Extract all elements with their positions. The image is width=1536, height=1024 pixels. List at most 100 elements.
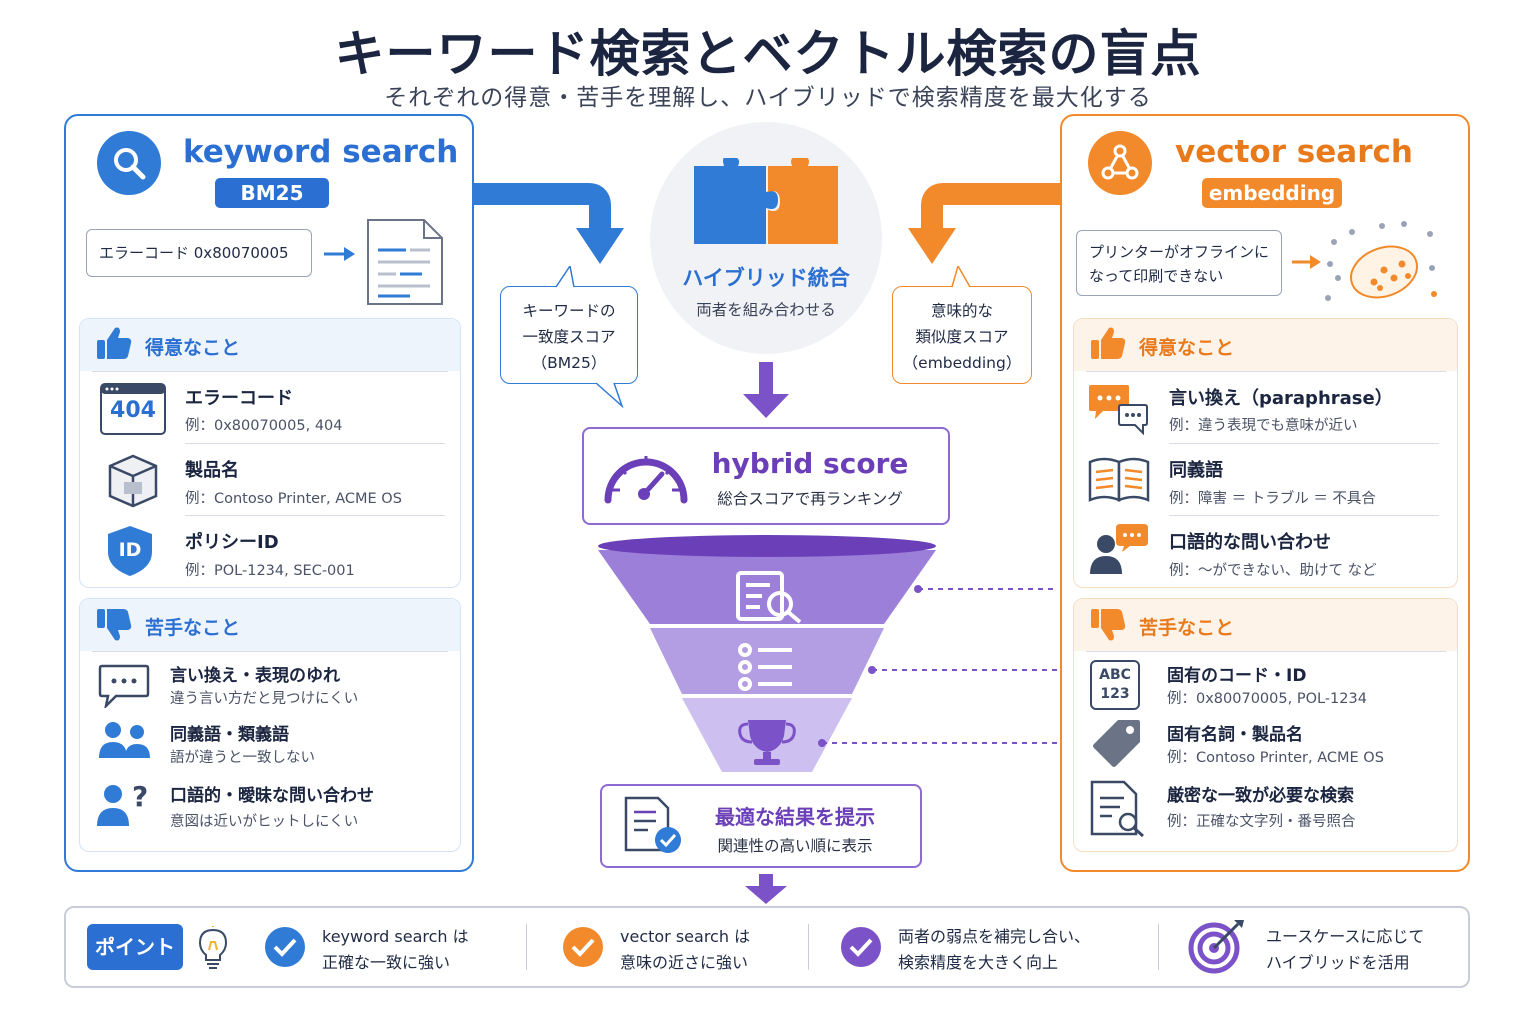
best-result-title: 最適な結果を提示 [715,805,875,829]
ranking-funnel [598,535,936,772]
keyword-weakness-title: 口語的・曖昧な問い合わせ [170,786,374,806]
purple-arrowhead-2 [745,886,787,904]
keyword-strength-desc: 例：0x80070005, 404 [185,418,343,434]
network-nodes-icon [1088,131,1152,195]
question-user-icon: ? [97,780,148,826]
page-title: キーワード検索とベクトル検索の盲点 [334,25,1202,83]
point-item: keyword search は 正確な一致に強い [322,927,469,972]
arrow-right-icon [324,247,355,261]
vector-weakness-title: 厳密な一致が必要な検索 [1167,786,1354,806]
blue-connector-arrow [474,183,611,232]
ranked-list-icon [738,643,792,691]
purple-arrow-shaft-1 [759,362,773,396]
dotted-connectors [822,588,1058,744]
vector-weakness-desc: 例：0x80070005, POL-1234 [1167,691,1367,707]
embedding-scatter-icon [1325,221,1437,301]
bubble-tails-left [555,266,624,408]
svg-text:?: ? [132,780,148,813]
embedding-score-bubble: 意味的な 類似度スコア （embedding） [892,286,1032,384]
keyword-weaknesses-heading: 苦手なこと [145,617,241,639]
users-icon [99,722,150,758]
thumbs-up-icon [97,327,132,359]
page-subtitle: それぞれの得意・苦手を理解し、ハイブリッドで検索精度を最大化する [384,85,1152,111]
id-shield-icon [108,526,152,576]
vector-strength-desc: 例：障害 ＝ トラブル ＝ 不具合 [1169,491,1376,507]
check-circle-icon [841,927,881,967]
vector-weakness-title: 固有名詞・製品名 [1167,725,1303,745]
purple-arrow-shaft-2 [759,874,773,888]
keyword-weakness-desc: 違う言い方だと見つけにくい [170,691,359,707]
puzzle-pieces-icon [694,158,838,244]
thumbs-down-icon [1091,609,1126,641]
vector-weakness-desc: 例：正確な文字列・番号照合 [1167,814,1356,830]
vector-weakness-title: 固有のコード・ID [1167,666,1307,686]
keyword-weakness-desc: 意図は近いがヒットしにくい [170,814,359,830]
hybrid-score-title: hybrid score [711,447,909,480]
chat-bubbles-icon [1089,385,1148,436]
orange-arrowhead [908,228,956,264]
id-shield-icon-label: ID [118,539,142,561]
error-404-icon-label: 404 [110,398,156,423]
document-search-icon [1090,780,1144,838]
keyword-strength-title: 製品名 [185,460,239,481]
arrow-right-icon [1292,255,1321,269]
keyword-strength-title: ポリシーID [185,532,279,553]
point-item: ユースケースに応じて ハイブリッドを活用 [1266,927,1425,972]
vector-strength-desc: 例：違う表現でも意味が近い [1169,418,1358,434]
embedding-tag: embedding [1202,178,1342,208]
keyword-strength-title: エラーコード [185,388,293,409]
vector-strength-desc: 例：〜ができない、助けて など [1169,563,1377,579]
bubble-tail-right [951,266,971,288]
keyword-strength-desc: 例：POL-1234, SEC-001 [185,563,355,579]
vector-weakness-desc: 例：Contoso Printer, ACME OS [1167,750,1384,766]
vector-panel-title: vector search [1175,134,1413,170]
vector-strength-title: 口語的な問い合わせ [1169,532,1331,553]
vector-weaknesses-heading: 苦手なこと [1139,617,1235,639]
point-badge: ポイント [87,924,183,970]
bm25-tag: BM25 [215,178,329,208]
vector-strength-title: 言い換え（paraphrase） [1169,388,1393,409]
check-circle-icon [265,927,305,967]
user-chat-icon [1090,524,1148,574]
purple-arrowhead-1 [743,394,789,418]
hybrid-score-desc: 総合スコアで再ランキング [717,490,903,508]
check-circle-icon [563,927,603,967]
keyword-weakness-title: 言い換え・表現のゆれ [170,666,340,686]
document-check-icon [624,796,681,853]
search-icon [97,131,161,195]
keyword-strength-desc: 例：Contoso Printer, ACME OS [185,491,402,507]
speech-bubble-icon [98,664,150,708]
document-icon [367,219,443,305]
thumbs-down-icon [97,609,132,641]
open-book-icon [1088,457,1150,502]
bm25-score-bubble: キーワードの 一致度スコア （BM25） [500,286,638,384]
hybrid-score-box [582,427,950,525]
trophy-icon [738,720,796,765]
vector-example-query: プリンターがオフラインに なって印刷できない [1076,230,1282,296]
vector-strengths-heading: 得意なこと [1139,337,1235,359]
tag-icon [1093,720,1140,767]
keyword-panel-title: keyword search [183,134,459,170]
gauge-icon [604,456,688,504]
hybrid-integration-desc: 両者を組み合わせる [696,301,836,319]
lightbulb-icon [198,926,228,969]
keyword-weakness-desc: 語が違うと一致しない [170,750,315,766]
document-search-icon [736,571,802,624]
point-item: vector search は 意味の近さに強い [620,927,751,972]
point-item: 両者の弱点を補完し合い、 検索精度を大きく向上 [898,927,1091,972]
best-result-box [600,784,922,868]
blue-arrowhead [576,228,624,264]
best-result-desc: 関連性の高い順に表示 [717,837,873,855]
keyword-weakness-title: 同義語・類義語 [170,725,289,745]
product-box-icon [108,454,158,508]
keyword-strengths-heading: 得意なこと [145,337,241,359]
abc-123-icon: ABC 123 [1090,660,1140,710]
thumbs-up-icon [1091,327,1126,359]
vector-strength-title: 同義語 [1169,460,1223,481]
orange-connector-arrow [921,183,1060,232]
hybrid-integration-title: ハイブリッド統合 [682,266,850,290]
keyword-example-query: エラーコード 0x80070005 [86,229,312,277]
target-icon [1188,920,1244,974]
error-404-icon [100,383,166,435]
